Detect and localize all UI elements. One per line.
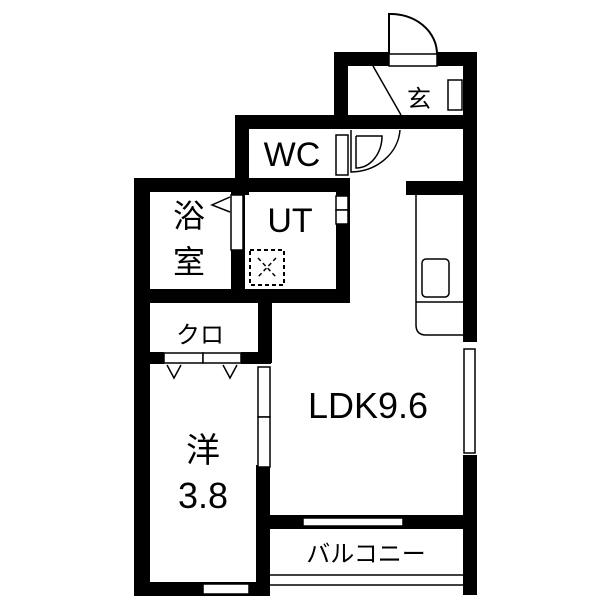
sink-icon bbox=[421, 258, 450, 298]
room-label-balcony: バルコニー bbox=[306, 540, 426, 568]
room-label-bath-1: 浴 bbox=[173, 197, 205, 235]
room-label-western-1: 洋 bbox=[186, 431, 220, 471]
bath-door-marker bbox=[210, 196, 231, 213]
kitchen-counter bbox=[415, 195, 463, 336]
windows bbox=[163, 79, 476, 595]
room-label-western-2: 3.8 bbox=[178, 475, 228, 516]
wc-door bbox=[350, 129, 401, 173]
room-label-ldk: LDK9.6 bbox=[308, 385, 428, 426]
room-label-bath-2: 室 bbox=[173, 243, 205, 281]
closet-door-marker-right bbox=[222, 364, 238, 380]
room-label-entrance: 玄 bbox=[407, 85, 431, 113]
room-label-closet: クロ bbox=[176, 321, 224, 349]
closet-door-marker-left bbox=[166, 364, 182, 380]
entrance-step-line bbox=[372, 65, 402, 116]
entrance-door bbox=[388, 12, 439, 67]
room-label-wc: WC bbox=[264, 136, 321, 174]
washing-machine-pan bbox=[249, 249, 285, 286]
balcony-outline bbox=[270, 574, 463, 586]
room-label-utility: UT bbox=[267, 202, 312, 240]
